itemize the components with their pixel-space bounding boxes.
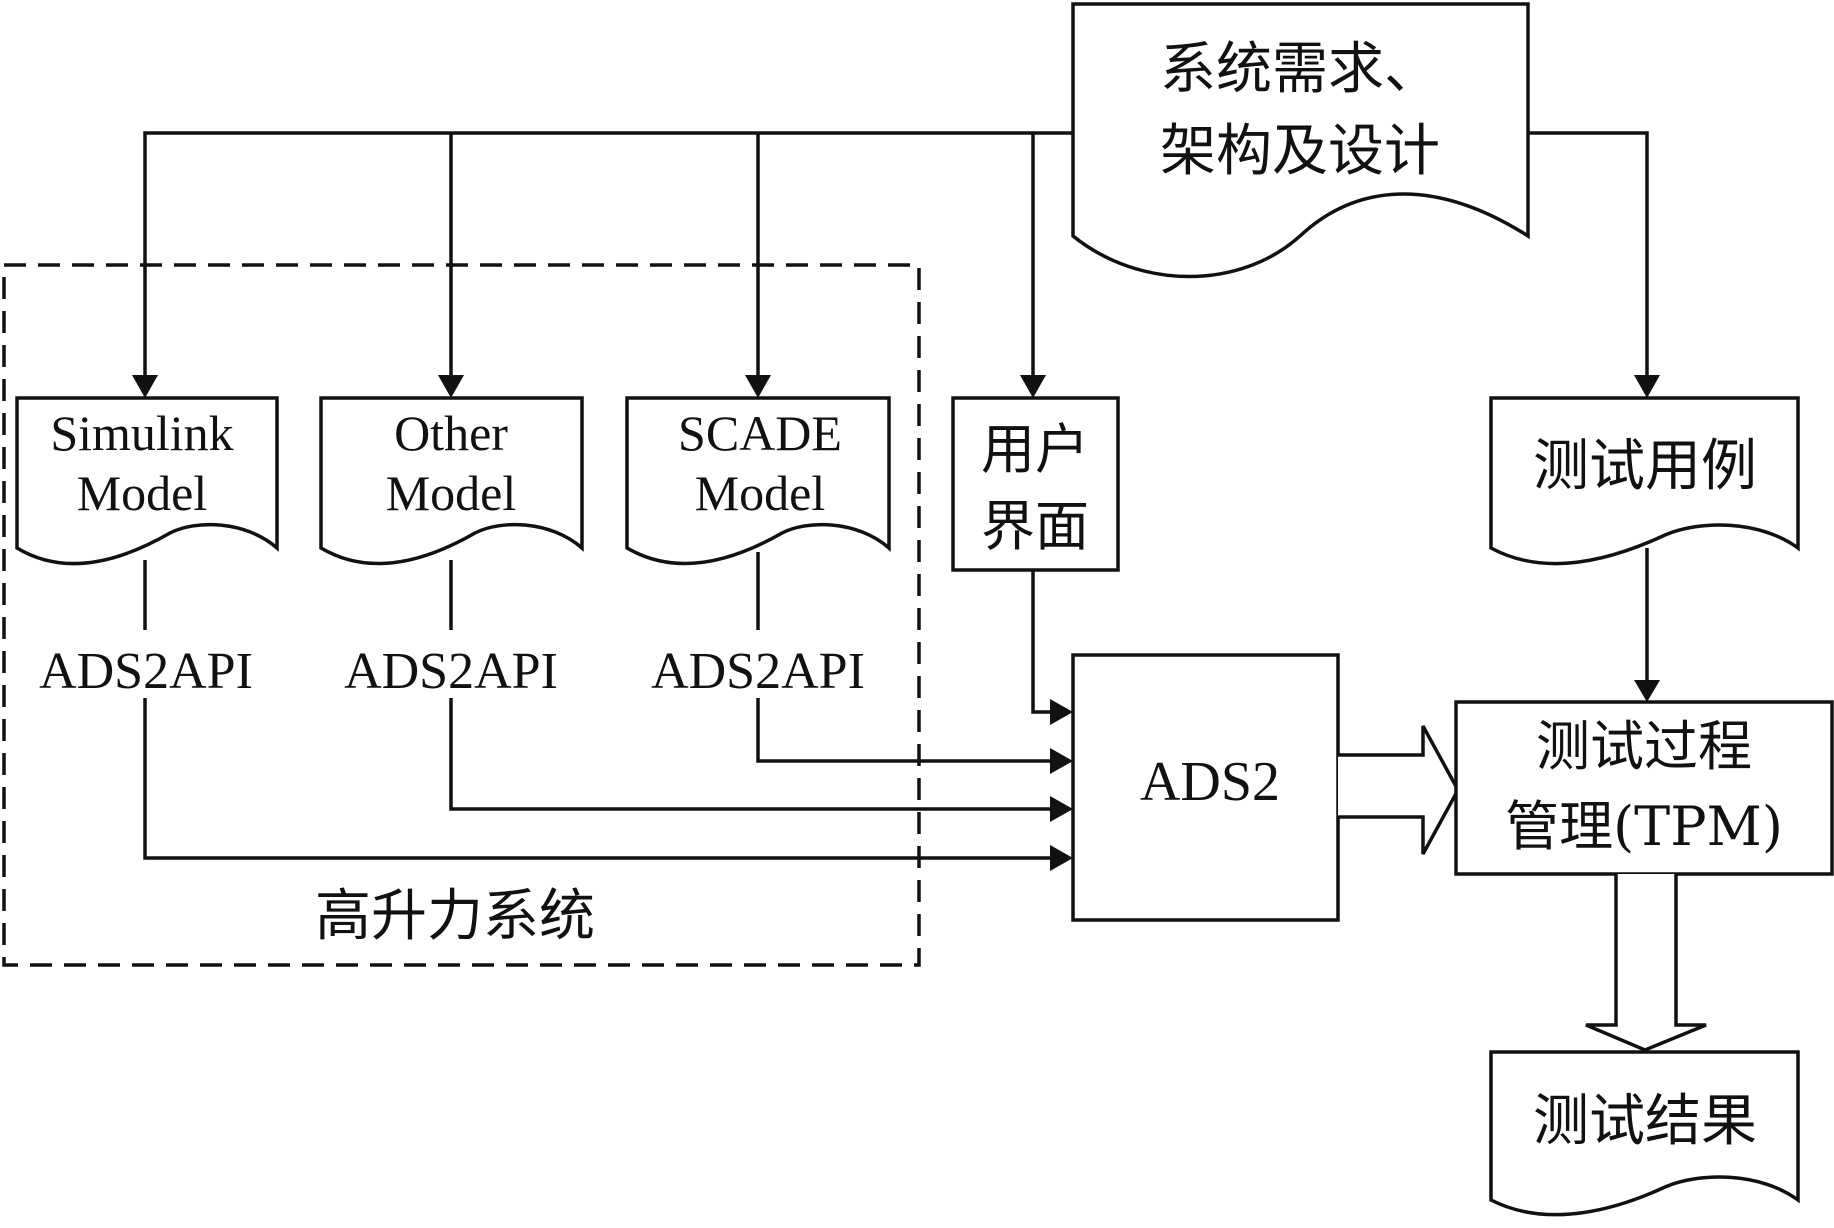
arrowhead-scade-ads2 [1050,748,1073,774]
arrowhead-other [438,375,464,398]
arrowhead-simulink [132,375,158,398]
requirements-label-line1: 系统需求、 [1160,37,1440,102]
req-to-testcases-line [1528,131,1649,375]
test-results-document [1489,1050,1800,1217]
simulink-model-document [15,396,279,566]
test-cases-document [1489,396,1800,566]
api-label-other: ADS2API [344,643,558,700]
other-label-line1: Other [394,405,508,461]
api-label-bg-simulink [15,630,277,698]
tpm-to-results-arrow [1585,874,1707,1052]
high-lift-system-boundary [2,263,921,967]
simulink-label-line2: Model [77,465,208,521]
arrowhead-simulink-ads2 [1050,845,1073,871]
arrowhead-testcases [1634,375,1660,398]
arrowhead-ui-ads2 [1050,699,1073,725]
ads2-box [1071,653,1340,922]
api-label-bg-scade [625,630,887,698]
test-results-label: 测试结果 [1533,1089,1757,1154]
arrowhead-testcases-tpm [1634,680,1660,702]
other-label-line2: Model [386,465,517,521]
ui-label-line1: 用户 [981,418,1089,481]
tpm-label-line2: 管理(TPM) [1505,795,1783,858]
api-label-bg-other [318,630,580,698]
scade-label-line1: SCADE [678,405,842,461]
simulink-label-line1: Simulink [50,405,233,461]
scade-label-line2: Model [695,465,826,521]
user-interface-box [951,396,1120,572]
api-label-scade: ADS2API [651,643,865,700]
other-model-document [319,396,584,566]
ui-to-ads2-line [1031,570,1050,714]
ads2-to-tpm-arrow [1338,725,1460,855]
arrowhead-scade [745,375,771,398]
high-lift-system-label: 高升力系统 [315,884,595,949]
scade-to-ads2-line [756,552,1050,763]
arrowhead-other-ads2 [1050,796,1073,822]
tpm-label-line1: 测试过程 [1536,715,1752,778]
ads2-label: ADS2 [1140,751,1280,813]
requirements-label-line2: 架构及设计 [1160,119,1440,184]
scade-model-document [625,396,891,566]
arrowhead-ui [1020,375,1046,398]
simulink-to-ads2-line [143,560,1050,860]
api-label-simulink: ADS2API [39,643,253,700]
ui-label-line2: 界面 [981,495,1089,558]
requirements-document [1071,2,1530,279]
req-to-simulink-line [143,131,1073,375]
test-cases-label: 测试用例 [1533,434,1757,499]
